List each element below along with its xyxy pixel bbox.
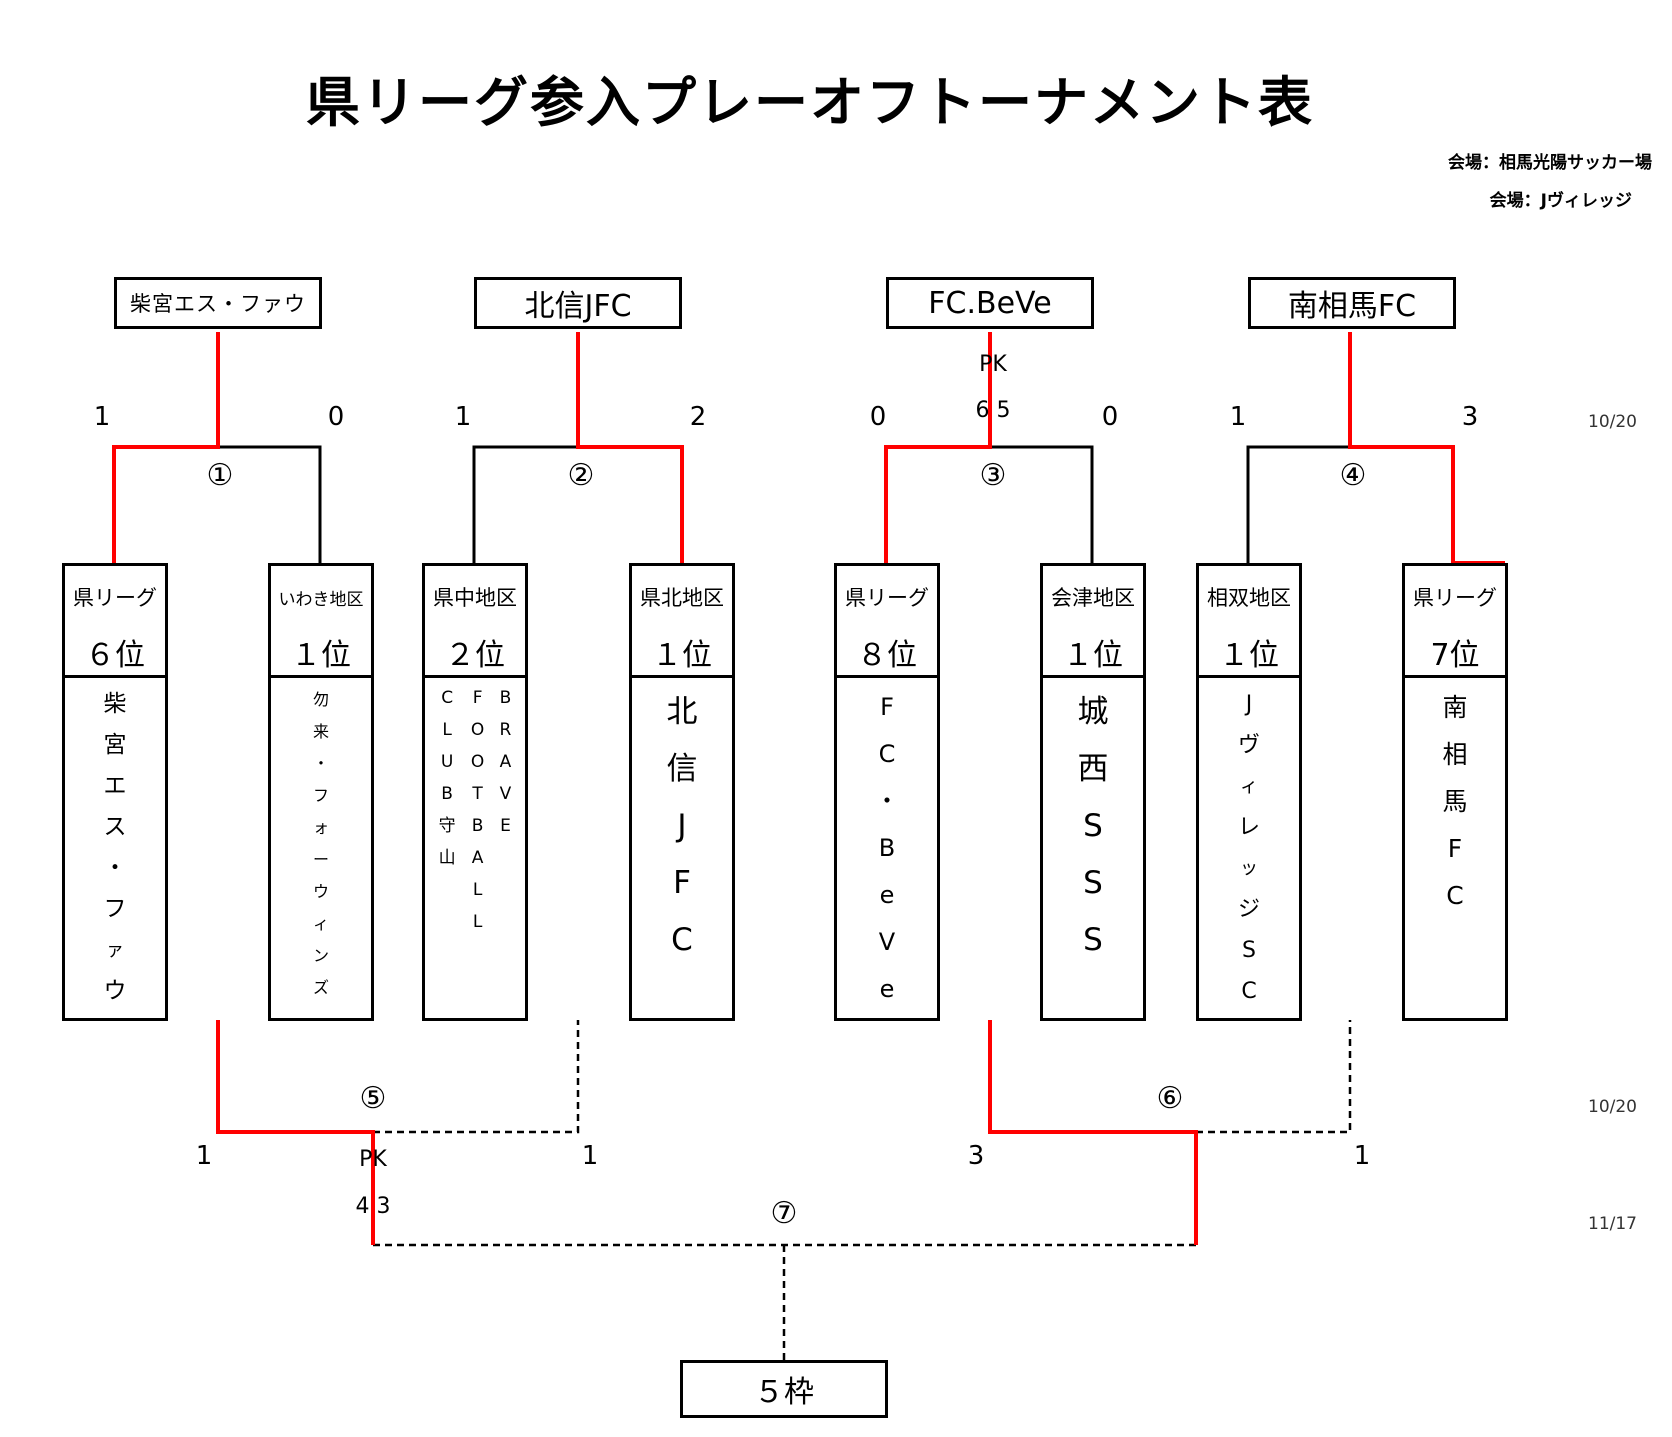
score: 2 bbox=[689, 402, 707, 432]
round1-winner-box: 北信JFC bbox=[474, 277, 682, 329]
pk-score: 6 5 bbox=[975, 398, 1011, 423]
match-date: 10/20 bbox=[1588, 412, 1637, 432]
team-rank: １位 bbox=[1043, 624, 1143, 678]
team-rank: 7位 bbox=[1405, 624, 1505, 678]
venue-label: 会場：相馬光陽サッカー場 bbox=[1448, 153, 1652, 173]
team-region: 会津地区 bbox=[1051, 586, 1135, 610]
team-rank: １位 bbox=[271, 624, 371, 678]
match-number: ② bbox=[567, 458, 595, 493]
team-name: 勿来・フォーウィンズ bbox=[312, 690, 329, 997]
bracket-line bbox=[1246, 445, 1350, 563]
match-number: ⑤ bbox=[359, 1081, 387, 1116]
score: 1 bbox=[1353, 1141, 1371, 1171]
team-region: 相双地区 bbox=[1207, 586, 1291, 610]
score: 0 bbox=[869, 402, 887, 432]
bracket-line bbox=[472, 445, 578, 563]
venue-label: 会場：Jヴィレッジ bbox=[1489, 191, 1632, 211]
team-region: いわき地区 bbox=[278, 590, 364, 610]
team-region: 県中地区 bbox=[433, 586, 517, 610]
pk-score: 4 3 bbox=[355, 1194, 391, 1219]
score: 3 bbox=[967, 1141, 985, 1171]
score: 3 bbox=[1461, 402, 1479, 432]
team-rank: １位 bbox=[632, 624, 732, 678]
team-rank: ２位 bbox=[425, 624, 525, 678]
winner-line bbox=[884, 332, 992, 563]
round1-winner-box: FC.BeVe bbox=[886, 277, 1094, 329]
team-region: 県北地区 bbox=[640, 586, 724, 610]
team-rank: １位 bbox=[1199, 624, 1299, 678]
round1-winner-box: 南相馬FC bbox=[1248, 277, 1456, 329]
winner-line bbox=[1348, 332, 1505, 565]
team-card: いわき地区 １位 勿来・フォーウィンズ bbox=[268, 563, 374, 1021]
page-title: 県リーグ参入プレーオフトーナメント表 bbox=[306, 71, 1314, 134]
round1-winner-box: 柴宮エス・ファウ bbox=[114, 277, 322, 329]
team-rank: ６位 bbox=[65, 624, 165, 678]
pk-label: PK bbox=[359, 1147, 387, 1172]
match-number: ⑥ bbox=[1156, 1081, 1184, 1116]
team-card: 県リーグ ６位 柴宮エス・ファウ bbox=[62, 563, 168, 1021]
match-date: 11/17 bbox=[1588, 1214, 1637, 1234]
pk-label: PK bbox=[979, 352, 1007, 377]
match-date: 10/20 bbox=[1588, 1097, 1637, 1117]
team-region: 県リーグ bbox=[1413, 586, 1497, 610]
score: 0 bbox=[327, 402, 345, 432]
team-rank: ８位 bbox=[837, 624, 937, 678]
score: 1 bbox=[581, 1141, 599, 1171]
score: 1 bbox=[1229, 402, 1247, 432]
match-number: ④ bbox=[1339, 458, 1367, 493]
score: 1 bbox=[454, 402, 472, 432]
winner-line bbox=[112, 332, 220, 563]
team-name: 柴宮エス・ファウ bbox=[103, 691, 127, 1004]
team-region: 県リーグ bbox=[73, 586, 157, 610]
team-region: 県リーグ bbox=[845, 586, 929, 610]
winner-line bbox=[576, 332, 684, 563]
final-slot-box: ５枠 bbox=[680, 1360, 888, 1418]
score: 1 bbox=[93, 402, 111, 432]
winner-line bbox=[988, 1020, 1198, 1245]
bracket-line-pending bbox=[1196, 1020, 1352, 1134]
bracket-line bbox=[204, 445, 322, 563]
match-number: ① bbox=[206, 458, 234, 493]
bracket-line bbox=[990, 445, 1094, 563]
score: 1 bbox=[195, 1141, 213, 1171]
match-number: ③ bbox=[979, 458, 1007, 493]
match-number: ⑦ bbox=[770, 1196, 798, 1231]
winner-line bbox=[216, 1020, 375, 1245]
bracket-line-pending bbox=[373, 1020, 580, 1134]
score: 0 bbox=[1101, 402, 1119, 432]
